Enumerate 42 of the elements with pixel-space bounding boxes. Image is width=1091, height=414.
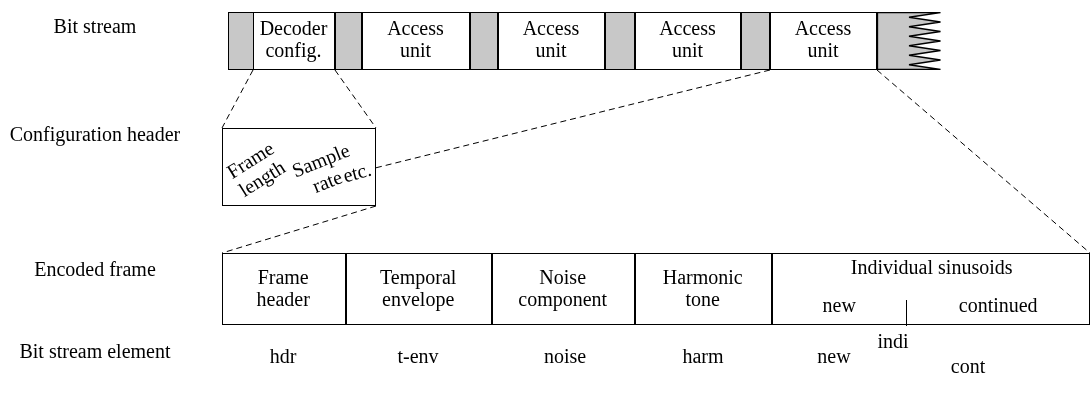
row-label: Bit stream element [18,340,172,362]
stream-cell [498,12,605,70]
field-name: Access unit [793,17,853,61]
stream-cell [770,12,877,70]
field-title: Individual sinusoids [849,255,1014,278]
stream-cell [635,12,741,70]
element-name: indi [876,330,910,352]
separator-cell [470,12,498,70]
row-label: Bit stream [52,15,138,37]
field-name: Noise component [517,265,609,310]
element-name: t-env [396,345,440,367]
expansion-line [375,69,771,169]
separator-cell [741,12,770,70]
separator-cell [228,12,254,70]
field-name: Access unit [658,17,717,61]
row-label: Configuration header [8,123,182,145]
expansion-line [334,69,377,129]
separator-cell [605,12,635,70]
stream-end-cell [877,12,941,70]
field-name: Access unit [521,17,581,61]
element-name: harm [681,345,725,367]
field-name: Frame header [255,265,311,310]
expansion-line [221,69,254,129]
subfield-name: continued [957,293,1039,316]
element-name: noise [542,345,588,367]
field-name: Access unit [386,17,445,61]
stream-cell [362,12,470,70]
field-name: Temporal envelope [379,265,458,310]
header-box [222,128,376,206]
element-name: hdr [268,345,298,367]
frame-field [634,252,772,325]
separator-cell [335,12,362,70]
frame-field [345,252,492,325]
element-name: cont [949,355,987,377]
element-name: new [816,345,852,367]
subfield-name: new [821,293,857,316]
field-name: Harmonic tone [661,265,744,310]
frame-field [491,252,635,325]
row-label: Encoded frame [33,258,157,280]
field-name: Decoder config. [258,17,329,61]
field-name: Frame length [221,135,290,203]
stream-cell [253,12,335,70]
